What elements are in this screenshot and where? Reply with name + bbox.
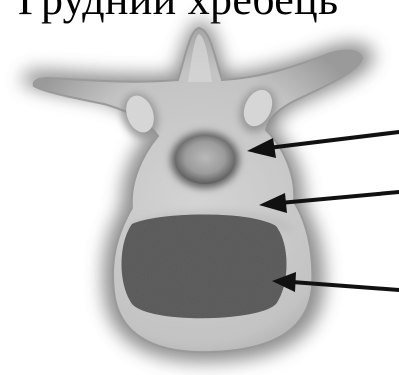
arrow-left-icon — [272, 272, 399, 292]
spongy-bone — [122, 215, 287, 319]
vertebral-foramen — [171, 132, 239, 188]
